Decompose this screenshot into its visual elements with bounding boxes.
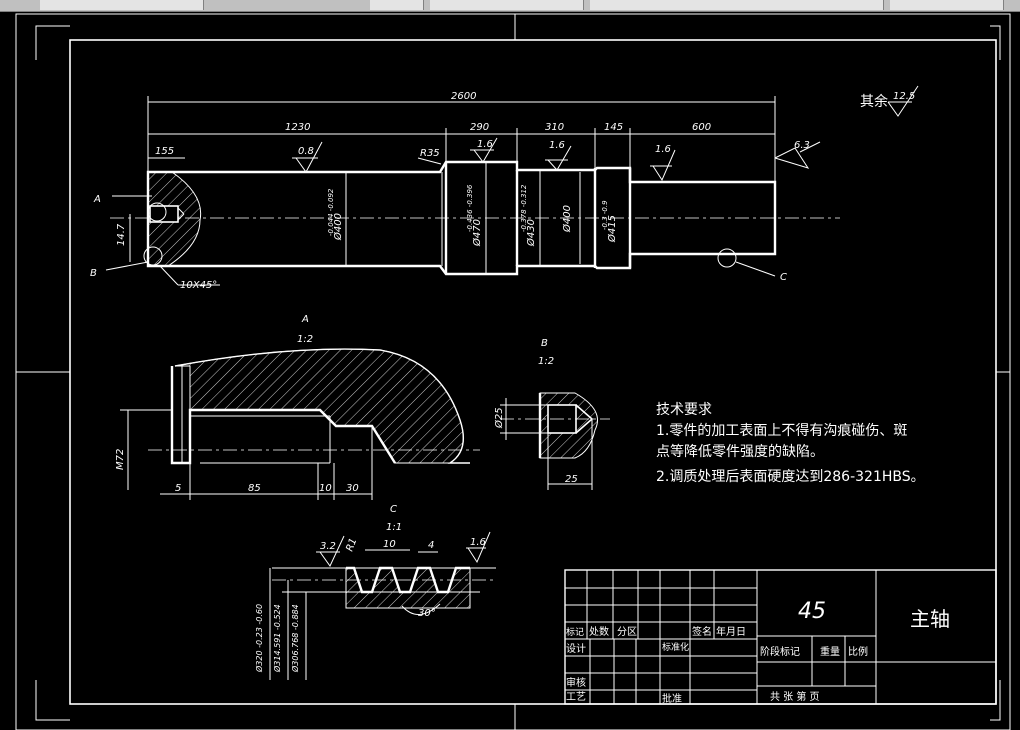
svg-text:1.6: 1.6 bbox=[477, 139, 493, 150]
svg-text:4: 4 bbox=[428, 540, 434, 551]
dim-1230: 1230 bbox=[285, 122, 310, 133]
svg-text:年月日: 年月日 bbox=[716, 625, 746, 638]
svg-text:-0.378 -0.312: -0.378 -0.312 bbox=[520, 184, 528, 232]
tech-line-3: 2.调质处理后表面硬度达到286-321HBS。 bbox=[656, 469, 925, 485]
svg-text:1:1: 1:1 bbox=[386, 522, 402, 533]
main-shaft-view: 2600 1230 290 310 145 600 155 0.8 1.6 1.… bbox=[90, 85, 919, 291]
svg-text:处数: 处数 bbox=[589, 625, 609, 638]
label-a: A bbox=[93, 194, 101, 205]
svg-text:1:2: 1:2 bbox=[297, 334, 313, 345]
svg-text:C: C bbox=[390, 504, 397, 515]
tech-line-2: 点等降低零件强度的缺陷。 bbox=[656, 443, 824, 460]
dim-290: 290 bbox=[470, 122, 489, 133]
dim-155: 155 bbox=[155, 146, 174, 157]
svg-text:-0.436 -0.396: -0.436 -0.396 bbox=[466, 184, 474, 232]
svg-text:3.2: 3.2 bbox=[320, 541, 336, 552]
toolbar-tab[interactable] bbox=[890, 0, 1004, 10]
svg-text:标记: 标记 bbox=[566, 626, 584, 638]
toolbar-tab[interactable] bbox=[370, 0, 424, 10]
svg-text:0.8: 0.8 bbox=[298, 146, 314, 157]
outer-border bbox=[15, 13, 1011, 730]
toolbar-tab[interactable] bbox=[430, 0, 584, 10]
svg-text:R1: R1 bbox=[344, 537, 359, 553]
svg-text:Ø320 -0.23 -0.60: Ø320 -0.23 -0.60 bbox=[254, 604, 264, 673]
material: 45 bbox=[798, 599, 826, 624]
detail-c-view: C 1:1 3.2 1.6 R1 10 4 30° Ø320 -0.23 -0.… bbox=[254, 504, 496, 680]
svg-text:共 张 第 页: 共 张 第 页 bbox=[770, 690, 820, 703]
toolbar-tab[interactable] bbox=[590, 0, 884, 10]
svg-text:审核: 审核 bbox=[566, 676, 586, 689]
svg-text:1:2: 1:2 bbox=[538, 356, 554, 367]
svg-text:比例: 比例 bbox=[848, 645, 868, 658]
svg-text:标准化: 标准化 bbox=[662, 641, 689, 653]
detail-b-view: B 1:2 Ø25 25 bbox=[493, 338, 610, 490]
svg-text:阶段标记: 阶段标记 bbox=[760, 645, 800, 658]
svg-text:Ø314.591 -0.524: Ø314.591 -0.524 bbox=[272, 604, 282, 673]
svg-text:B: B bbox=[541, 338, 548, 349]
svg-text:设计: 设计 bbox=[566, 642, 586, 655]
svg-text:Ø400: Ø400 bbox=[332, 213, 344, 241]
svg-text:25: 25 bbox=[565, 474, 578, 485]
svg-text:A: A bbox=[301, 314, 309, 325]
svg-text:R35: R35 bbox=[420, 148, 440, 159]
svg-text:Ø430: Ø430 bbox=[525, 219, 537, 247]
svg-text:1.6: 1.6 bbox=[655, 144, 671, 155]
label-c: C bbox=[780, 272, 787, 283]
dim-2600: 2600 bbox=[451, 91, 476, 102]
dim-m72: M72 bbox=[115, 449, 126, 470]
svg-text:30°: 30° bbox=[418, 608, 436, 619]
dim-145: 145 bbox=[604, 122, 623, 133]
svg-text:-0.044 -0.092: -0.044 -0.092 bbox=[327, 188, 335, 236]
tech-heading: 技术要求 bbox=[656, 402, 712, 418]
svg-text:10: 10 bbox=[319, 483, 332, 494]
svg-text:Ø25: Ø25 bbox=[493, 407, 505, 429]
part-name: 主轴 bbox=[910, 607, 950, 631]
toolbar-strip bbox=[0, 0, 1020, 12]
tech-line-1: 1.零件的加工表面上不得有沟痕碰伤、斑 bbox=[656, 422, 907, 439]
svg-text:Ø306.768 -0.884: Ø306.768 -0.884 bbox=[290, 604, 300, 673]
svg-text:-0.3 -0.9: -0.3 -0.9 bbox=[601, 200, 609, 230]
svg-text:Ø400: Ø400 bbox=[561, 205, 573, 233]
dim-600: 600 bbox=[692, 122, 711, 133]
svg-text:1.6: 1.6 bbox=[470, 537, 486, 548]
svg-text:签名: 签名 bbox=[692, 625, 712, 638]
svg-text:工艺: 工艺 bbox=[566, 691, 586, 703]
svg-text:12.5: 12.5 bbox=[893, 91, 915, 102]
svg-text:1.6: 1.6 bbox=[549, 140, 565, 151]
toolbar-tab[interactable] bbox=[40, 0, 204, 10]
svg-text:5: 5 bbox=[175, 483, 181, 494]
svg-text:批准: 批准 bbox=[662, 692, 682, 705]
svg-text:分区: 分区 bbox=[617, 626, 637, 638]
svg-text:6.3: 6.3 bbox=[794, 140, 810, 151]
svg-text:85: 85 bbox=[248, 483, 261, 494]
svg-text:14.7: 14.7 bbox=[116, 223, 127, 246]
detail-a-view: A 1:2 M72 5 85 10 30 bbox=[115, 314, 480, 500]
svg-text:10: 10 bbox=[383, 539, 396, 550]
dim-310: 310 bbox=[545, 122, 564, 133]
tech-requirements: 技术要求 1.零件的加工表面上不得有沟痕碰伤、斑 点等降低零件强度的缺陷。 2.… bbox=[656, 402, 925, 485]
svg-text:重量: 重量 bbox=[820, 645, 840, 658]
rough-rest-label: 其余 bbox=[860, 93, 888, 110]
svg-text:30: 30 bbox=[346, 483, 359, 494]
svg-text:Ø470: Ø470 bbox=[471, 219, 483, 247]
svg-text:Ø415: Ø415 bbox=[606, 215, 618, 243]
title-block: 标记 处数 分区 签名 年月日 设计 标准化 审核 工艺 批准 阶段标记 重量 … bbox=[564, 569, 997, 705]
label-b: B bbox=[90, 268, 97, 279]
drawing-canvas: 2600 1230 290 310 145 600 155 0.8 1.6 1.… bbox=[15, 13, 1011, 730]
